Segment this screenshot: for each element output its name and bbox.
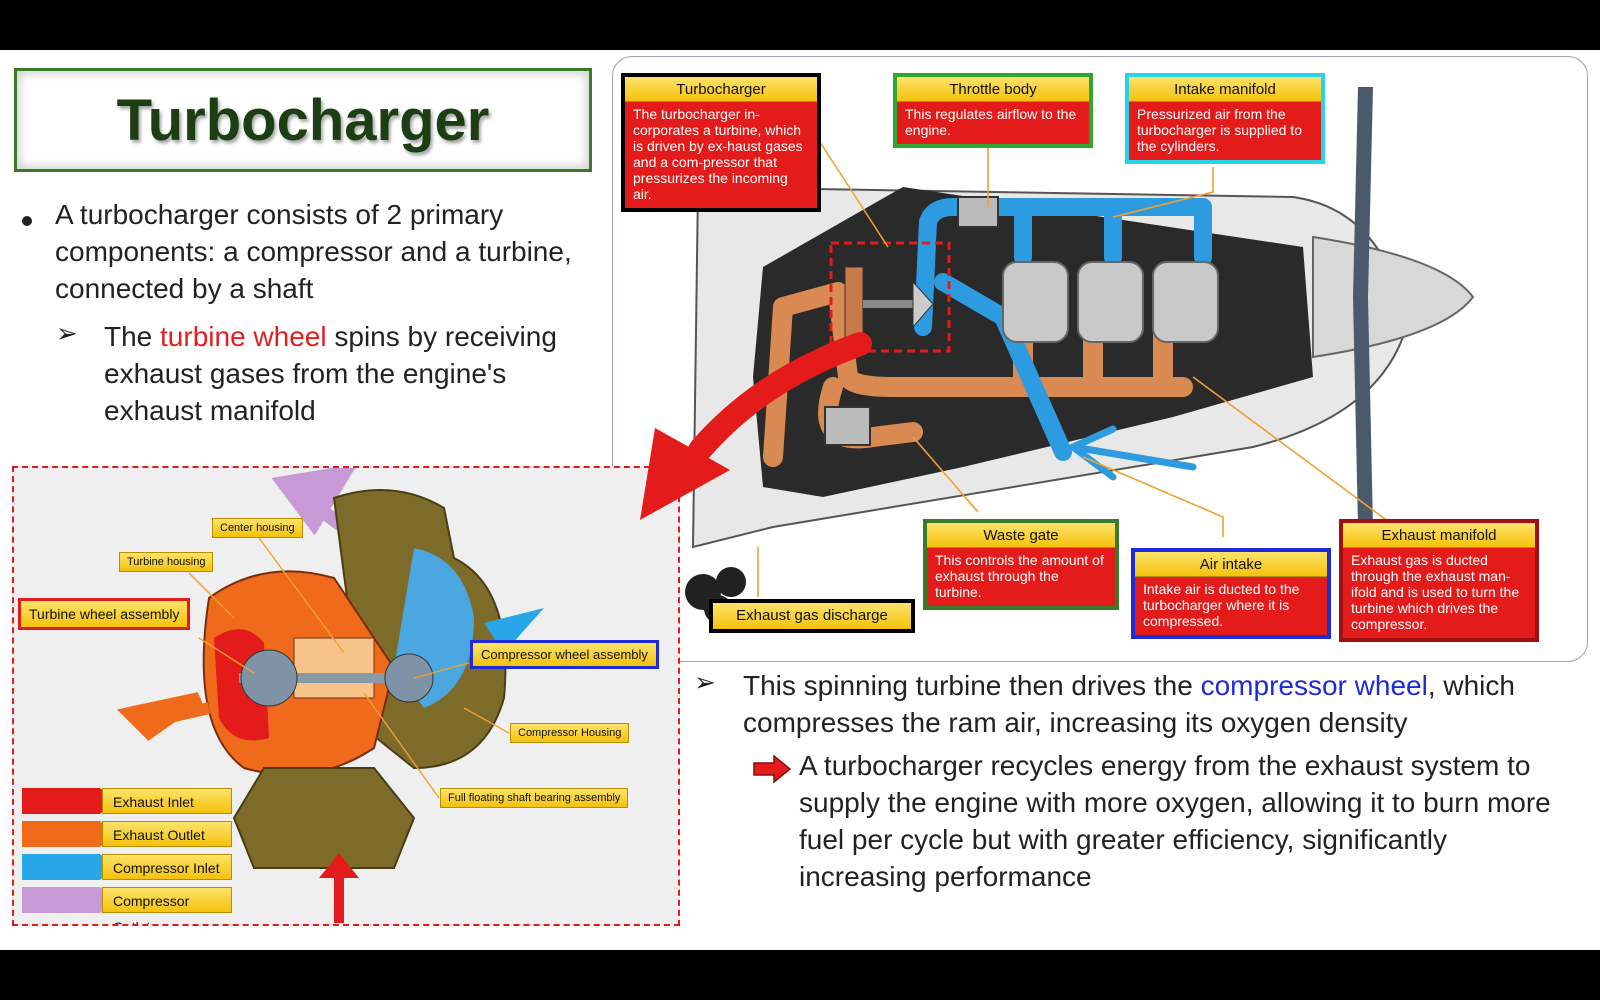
label-turbine-wheel-assembly: Turbine wheel assembly [18, 598, 191, 630]
legend-swatch [22, 788, 114, 814]
leader-line [413, 662, 470, 679]
intake-pipe [914, 198, 1212, 461]
legend-swatch [22, 821, 114, 847]
exhaust-outlet-arrow [116, 692, 211, 741]
wastegate-valve [824, 406, 871, 446]
callout-air-intake: Air intake Intake air is ducted to the t… [1131, 548, 1331, 639]
arrow-bullet-icon: ➢ [56, 318, 78, 348]
compressor-wheel [384, 653, 434, 703]
callout-exhaust-manifold: Exhaust manifold Exhaust gas is ducted t… [1339, 519, 1539, 642]
leader-line [912, 436, 979, 513]
callout-title: Exhaust gas discharge [713, 603, 911, 629]
callout-exhaust-discharge: Exhaust gas discharge [709, 599, 915, 633]
propeller [1353, 87, 1373, 527]
engine-diagram-panel: Turbocharger The turbocharger in-corpora… [612, 56, 1588, 662]
turbo-highlight-box [829, 241, 951, 353]
legend-compressor-outlet: Compressor Outlet [22, 887, 232, 924]
label-bearing-assembly: Full floating shaft bearing assembly [440, 788, 629, 808]
title-box: Turbocharger [14, 68, 592, 172]
label-compressor-wheel-assembly: Compressor wheel assembly [470, 640, 659, 669]
legend-label: Exhaust Outlet [102, 821, 232, 847]
callout-text: Exhaust gas is ducted through the exhaus… [1343, 548, 1535, 638]
callout-text: Intake air is ducted to the turbocharger… [1135, 577, 1327, 635]
turbo-leader-lines [188, 537, 510, 799]
shaft [863, 300, 913, 308]
compressor-disc [912, 280, 934, 329]
legend-label: Compressor Inlet [102, 854, 232, 880]
leader-line [198, 637, 255, 674]
page-title: Turbocharger [116, 87, 490, 153]
bullet-3-post: , which compresses the ram air, increasi… [743, 670, 1515, 738]
turbine-wheel-highlight: turbine wheel [160, 321, 327, 352]
legend-compressor-inlet: Compressor Inlet [22, 854, 232, 880]
leader-line [258, 537, 345, 654]
compressor-wheel-highlight: compressor wheel [1200, 670, 1428, 701]
leader-line [1192, 376, 1394, 526]
label-compressor-housing: Compressor Housing [510, 723, 630, 743]
leader-line [363, 692, 440, 799]
turbo-cutaway-panel: Center housing Turbine housing Turbine w… [12, 466, 680, 926]
bullet-2: The turbine wheel spins by receiving exh… [104, 318, 574, 429]
center-housing [293, 637, 375, 699]
cylinder-3 [1152, 261, 1219, 343]
spinner [1312, 235, 1475, 359]
leader-line [1112, 167, 1214, 218]
callout-text: Pressurized air from the turbocharger is… [1129, 102, 1321, 160]
callout-text: This controls the amount of exhaust thro… [927, 548, 1115, 606]
label-turbine-housing: Turbine housing [119, 552, 214, 572]
bullet-2-pre: The [104, 321, 161, 352]
legend-arrow-shape [22, 821, 114, 847]
callout-turbocharger: Turbocharger The turbocharger in-corpora… [621, 73, 821, 212]
leader-line [1082, 456, 1224, 537]
callout-throttle-body: Throttle body This regulates airflow to … [893, 73, 1093, 148]
legend-arrow-shape [22, 854, 114, 880]
arrow-bullet-icon: ➢ [694, 667, 716, 697]
legend-label: Exhaust Inlet [102, 788, 232, 814]
leader-line [463, 707, 510, 734]
bullet-3-pre: This spinning turbine then drives the [743, 670, 1201, 701]
bullet-3: This spinning turbine then drives the co… [743, 667, 1588, 741]
bullet-1: A turbocharger consists of 2 primary com… [55, 199, 572, 304]
callout-text: This regulates airflow to the engine. [897, 102, 1089, 144]
legend-swatch [22, 854, 114, 880]
base-flange [232, 767, 416, 869]
leader-lines [757, 138, 1394, 597]
callout-waste-gate: Waste gate This controls the amount of e… [923, 519, 1119, 610]
callout-title: Air intake [1135, 552, 1327, 577]
callout-title: Waste gate [927, 523, 1115, 548]
air-inflow-arrow [1066, 425, 1197, 481]
leader-line [188, 572, 235, 619]
bullet-4: A turbocharger recycles energy from the … [799, 750, 1551, 892]
legend-arrow-shape [22, 887, 114, 913]
callout-title: Intake manifold [1129, 77, 1321, 102]
bullet-2-post: spins by receiving exhaust gases from th… [104, 321, 557, 426]
legend-exhaust-inlet: Exhaust Inlet [22, 788, 232, 814]
red-arrow-shape [753, 754, 792, 784]
throttle-valve [957, 196, 999, 228]
turbine-disc [844, 266, 864, 348]
exhaust-inlet-arrow [319, 853, 359, 923]
legend-arrow-shape [22, 788, 114, 814]
leader-line [817, 138, 889, 248]
callout-title: Turbocharger [625, 77, 817, 102]
callout-title: Throttle body [897, 77, 1089, 102]
label-center-housing: Center housing [212, 518, 303, 538]
legend-label: Compressor Outlet [102, 887, 232, 924]
turbine-wheel [240, 649, 298, 707]
turbo-cutaway-illustration [116, 468, 544, 923]
cylinder-1 [1002, 261, 1069, 343]
slide: Turbocharger A turbocharger consists of … [0, 50, 1600, 950]
callout-intake-manifold: Intake manifold Pressurized air from the… [1125, 73, 1325, 164]
bullet-dot [22, 216, 32, 226]
shaft [239, 673, 419, 683]
cylinder-2 [1077, 261, 1144, 343]
legend-swatch [22, 887, 114, 913]
smoke-puff [716, 567, 746, 597]
red-arrow-bullet-icon [753, 754, 792, 784]
callout-title: Exhaust manifold [1343, 523, 1535, 548]
legend-exhaust-outlet: Exhaust Outlet [22, 821, 232, 847]
callout-text: The turbocharger in-corporates a turbine… [625, 102, 817, 208]
